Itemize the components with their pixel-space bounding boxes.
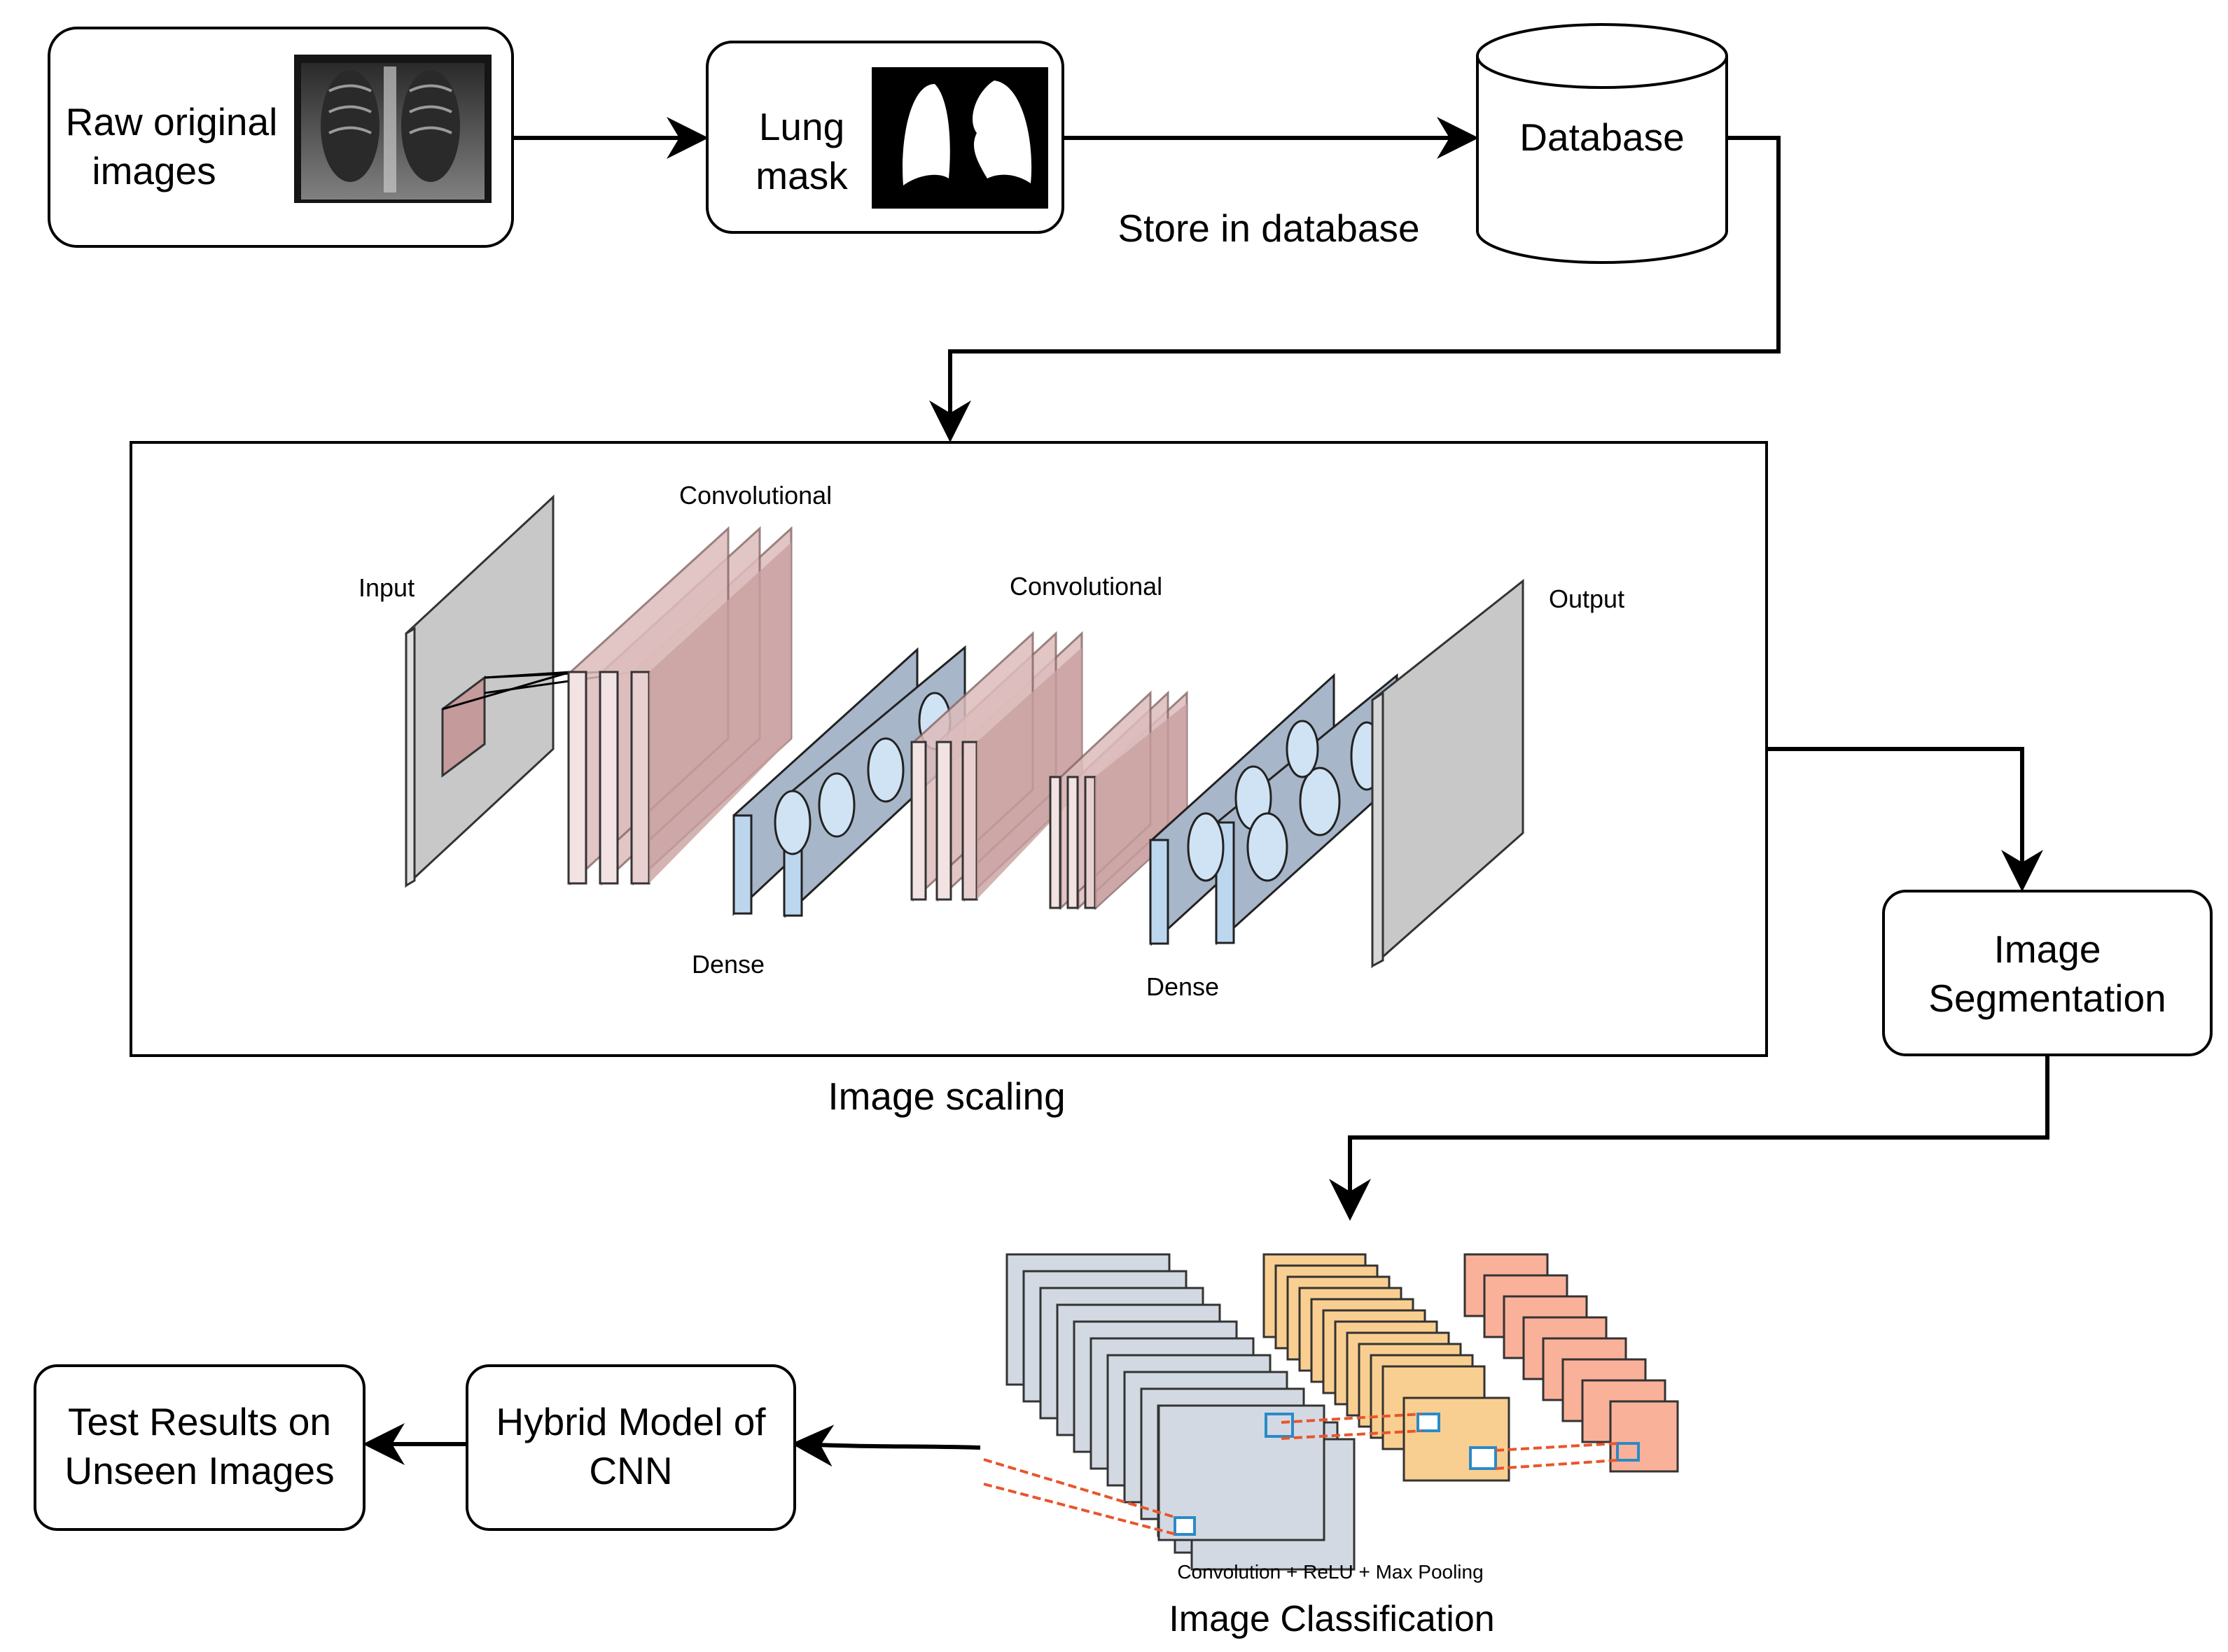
feature-stack-salmon xyxy=(1463,1253,1679,1473)
hybrid-model-label-line1: Hybrid Model of xyxy=(496,1400,766,1443)
conv-block-2 xyxy=(910,631,1083,902)
classification-caption: Image Classification xyxy=(1169,1599,1494,1639)
database-label: Database xyxy=(1519,115,1684,159)
classification-subcaption: Convolution + ReLU + Max Pooling xyxy=(1177,1561,1483,1583)
database-node: Database xyxy=(1476,23,1728,264)
lung-mask-image xyxy=(872,67,1048,209)
dense1-label: Dense xyxy=(692,950,765,979)
conv-block-1 xyxy=(567,526,793,886)
classification-illustration xyxy=(983,1253,1679,1571)
image-segmentation-node: Image Segmentation xyxy=(1882,890,2213,1056)
input-plane xyxy=(405,494,634,888)
image-scaling-panel: Input Convolutional Dense xyxy=(130,441,1768,1057)
output-label: Output xyxy=(1549,584,1624,613)
feature-stack-orange xyxy=(1262,1253,1510,1482)
arrow-scaling-to-segmentation xyxy=(1767,747,2043,892)
raw-images-label-line2: images xyxy=(92,149,216,192)
conv2-label: Convolutional xyxy=(1010,572,1162,601)
image-scaling-caption: Image scaling xyxy=(828,1074,1065,1118)
arrow-database-to-scaling xyxy=(929,136,1781,442)
input-label: Input xyxy=(358,573,415,602)
feature-stack-gray xyxy=(1005,1253,1356,1571)
conv1-label: Convolutional xyxy=(679,481,832,510)
output-plane xyxy=(1371,578,1524,969)
lung-mask-node: Lung mask xyxy=(706,41,1064,234)
xray-image xyxy=(294,55,492,203)
receptive-field-lines xyxy=(983,1413,1618,1536)
lung-mask-label-line1: Lung xyxy=(759,105,844,148)
dense-block-1 xyxy=(732,645,966,918)
dense2-label: Dense xyxy=(1146,972,1219,1001)
store-in-database-label: Store in database xyxy=(1118,206,1419,250)
segmentation-label-line2: Segmentation xyxy=(1928,976,2166,1020)
hybrid-model-label-line2: CNN xyxy=(589,1449,672,1492)
arrow-classification-to-hybrid xyxy=(791,1424,981,1467)
segmentation-label-line1: Image xyxy=(1994,927,2101,971)
lung-mask-label-line2: mask xyxy=(756,154,848,197)
arrow-segmentation-to-classification xyxy=(1329,1055,2049,1221)
test-results-node: Test Results on Unseen Images xyxy=(34,1364,365,1531)
conv-block-3 xyxy=(1049,690,1188,911)
raw-images-node: Raw original images xyxy=(48,27,514,248)
raw-images-label-line1: Raw original xyxy=(66,100,278,144)
test-results-label-line2: Unseen Images xyxy=(64,1449,334,1492)
test-results-label-line1: Test Results on xyxy=(68,1400,331,1443)
hybrid-model-node: Hybrid Model of CNN xyxy=(466,1364,796,1531)
